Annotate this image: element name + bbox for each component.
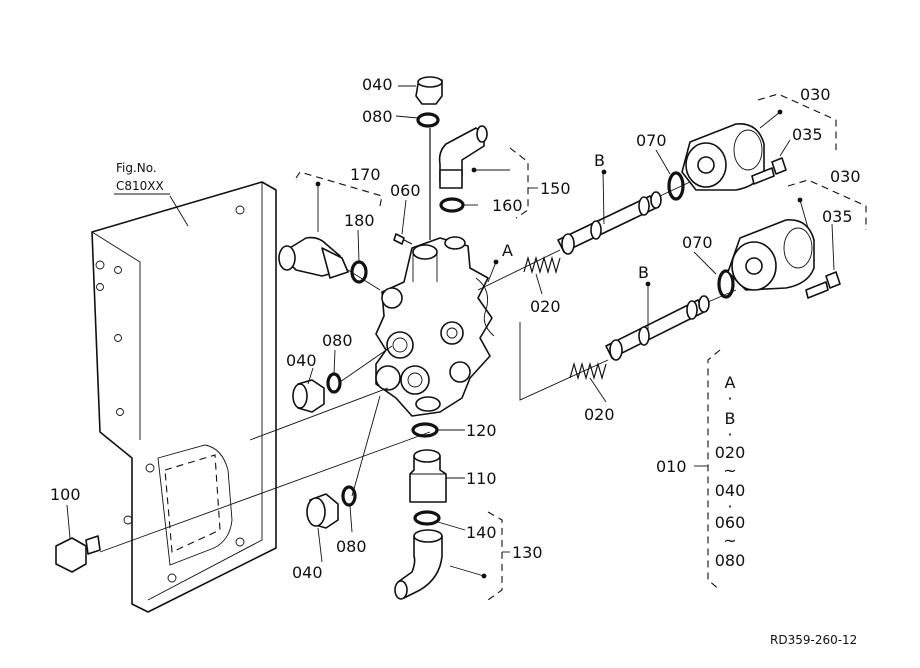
callout-120: 120 <box>466 421 497 440</box>
assembly-item: 040 <box>715 481 746 500</box>
plug-left <box>292 379 325 413</box>
adapter-110 <box>409 449 447 503</box>
callout-100: 100 <box>50 485 81 504</box>
plug-top <box>415 76 443 105</box>
fig-code-label: C810XX <box>116 179 164 193</box>
callout-labels: Fig.No. C810XX 040 080 060 170 180 150 1… <box>50 75 861 647</box>
callout-040-top: 040 <box>362 75 393 94</box>
o-ring-120 <box>411 422 439 438</box>
group-brackets <box>295 93 867 601</box>
callout-080-left: 080 <box>322 331 353 350</box>
o-ring-top <box>416 112 440 128</box>
callout-030-upper: 030 <box>800 85 831 104</box>
callout-035-lower: 035 <box>822 207 853 226</box>
callout-030-lower: 030 <box>830 167 861 186</box>
assembly-item: ~ <box>723 461 736 480</box>
callout-140: 140 <box>466 523 497 542</box>
ref-b-lower-label: B <box>638 263 649 282</box>
callout-070-lower: 070 <box>682 233 713 252</box>
plug-bottom <box>306 493 339 529</box>
callout-080-top: 080 <box>362 107 393 126</box>
leader-dots <box>315 109 803 579</box>
o-ring-bottom-left <box>341 485 357 507</box>
spring-lower <box>569 361 607 381</box>
bolt-060 <box>393 233 413 245</box>
assembly-item: 080 <box>715 551 746 570</box>
solenoid-upper <box>681 123 765 191</box>
callout-180: 180 <box>344 211 375 230</box>
assembly-item: B <box>725 409 736 428</box>
valve-body <box>375 236 495 417</box>
o-ring-left <box>326 372 342 394</box>
fig-no-label: Fig.No. <box>116 161 157 175</box>
callout-150: 150 <box>540 179 571 198</box>
assembly-list: A · B · 020 ~ 040 · 060 ~ 080 <box>715 373 746 570</box>
callout-035-upper: 035 <box>792 125 823 144</box>
spool-lower <box>605 295 710 361</box>
o-ring-070-lower <box>717 269 735 299</box>
callout-040-left: 040 <box>286 351 317 370</box>
o-ring-160 <box>439 197 465 213</box>
elbow-fitting-left <box>278 236 349 279</box>
ref-a-label: A <box>502 241 513 260</box>
o-ring-180 <box>350 260 368 284</box>
elbow-fitting-top <box>438 125 488 189</box>
screw-035-lower <box>805 271 841 299</box>
callout-110: 110 <box>466 469 497 488</box>
assembly-item: · <box>727 497 732 516</box>
assembly-item: 060 <box>715 513 746 532</box>
assembly-item: A <box>725 373 736 392</box>
callout-080-bottom: 080 <box>336 537 367 556</box>
bolt-100 <box>55 535 101 573</box>
elbow-fitting-bottom <box>394 529 443 600</box>
assembly-item: 020 <box>715 443 746 462</box>
callout-130: 130 <box>512 543 543 562</box>
mounting-bracket <box>91 181 277 613</box>
callout-020-upper: 020 <box>530 297 561 316</box>
assembly-item: · <box>727 389 732 408</box>
assembly-item: ~ <box>723 531 736 550</box>
drawing-id: RD359-260-12 <box>770 633 857 647</box>
callout-070-upper: 070 <box>636 131 667 150</box>
o-ring-140 <box>413 510 441 526</box>
callout-170: 170 <box>350 165 381 184</box>
callout-020-lower: 020 <box>584 405 615 424</box>
ref-b-upper-label: B <box>594 151 605 170</box>
o-ring-070-upper <box>667 171 685 201</box>
callout-060: 060 <box>390 181 421 200</box>
solenoid-lower <box>727 219 815 291</box>
leader-lines <box>66 85 835 563</box>
spool-upper <box>557 191 662 255</box>
assembly-item: · <box>727 425 732 444</box>
callout-040-bottom: 040 <box>292 563 323 582</box>
assembly-010-label: 010 <box>656 457 687 476</box>
screw-035-upper <box>751 157 787 185</box>
callout-160: 160 <box>492 196 523 215</box>
